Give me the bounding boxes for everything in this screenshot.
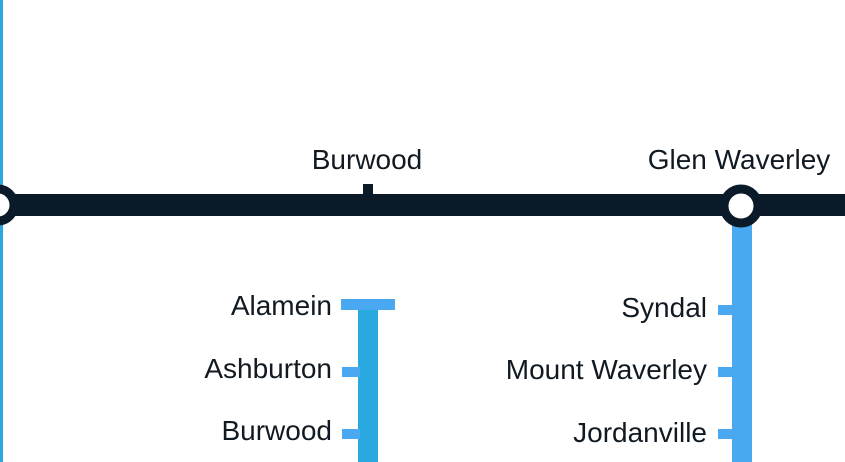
station-label-ashburton[interactable]: Ashburton (204, 353, 332, 384)
syndal-tick (718, 305, 734, 315)
jordanville-tick (718, 429, 734, 439)
mount-waverley-tick (718, 367, 734, 377)
alamein-line (358, 305, 378, 462)
main-horizontal-line (0, 194, 845, 216)
glen-waverley-line (732, 205, 752, 462)
station-label-mount-waverley[interactable]: Mount Waverley (505, 354, 707, 385)
station-label-jordanville[interactable]: Jordanville (573, 417, 707, 448)
ashburton-tick (342, 367, 360, 377)
left-edge-line (0, 0, 3, 462)
alamein-terminus-bar (341, 299, 395, 310)
burwood-lower-tick (342, 429, 360, 439)
left-interchange-station[interactable] (0, 184, 19, 226)
station-label-burwood-top[interactable]: Burwood (311, 144, 423, 175)
station-label-alamein[interactable]: Alamein (230, 290, 332, 321)
burwood-top-tick (363, 184, 373, 198)
station-label-syndal[interactable]: Syndal (621, 292, 707, 323)
station-label-burwood-lower[interactable]: Burwood (221, 415, 332, 446)
glen-waverley-interchange-station[interactable] (719, 184, 763, 228)
station-label-glen-waverley[interactable]: Glen Waverley (647, 144, 831, 175)
